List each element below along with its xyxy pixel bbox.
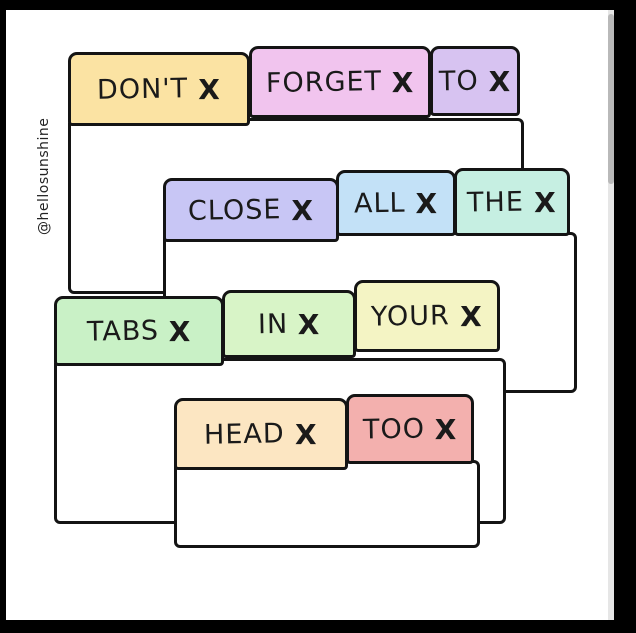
tab-dont[interactable]: DON'T X: [68, 52, 250, 126]
close-tab-button[interactable]: X: [295, 417, 318, 451]
close-tab-button[interactable]: X: [488, 64, 512, 98]
tab-label: HEAD: [204, 417, 286, 451]
tab-label: FORGET: [265, 65, 382, 99]
tab-forget[interactable]: FORGET X: [249, 46, 431, 118]
browser-window-4: [174, 460, 480, 548]
tab-the[interactable]: THE X: [454, 168, 570, 236]
close-tab-button[interactable]: X: [460, 299, 483, 333]
tab-label: CLOSE: [187, 193, 282, 227]
tab-label: TABS: [86, 314, 159, 348]
close-tab-button[interactable]: X: [198, 72, 221, 106]
tab-label: THE: [466, 186, 525, 218]
tab-head[interactable]: HEAD X: [174, 398, 348, 470]
close-tab-button[interactable]: X: [168, 314, 192, 348]
tab-label: TOO: [362, 412, 425, 446]
tab-label: TO: [438, 65, 479, 97]
tab-tabs[interactable]: TABS X: [54, 296, 224, 366]
close-tab-button[interactable]: X: [391, 65, 415, 99]
scrollbar-thumb[interactable]: [608, 14, 614, 184]
artist-signature: @hellosunshine: [36, 117, 52, 235]
close-tab-button[interactable]: X: [297, 307, 321, 341]
tab-all[interactable]: ALL X: [336, 170, 456, 236]
close-tab-button[interactable]: X: [415, 186, 439, 220]
tab-label: DON'T: [96, 72, 189, 106]
tab-too[interactable]: TOO X: [346, 394, 474, 464]
close-tab-button[interactable]: X: [534, 185, 557, 219]
image-frame: @hellosunshine DON'T X FORGET X TO X CLOSE X…: [6, 10, 614, 620]
tab-label: ALL: [353, 187, 406, 219]
tab-close[interactable]: CLOSE X: [163, 178, 339, 242]
tab-your[interactable]: YOUR X: [354, 280, 500, 352]
close-tab-button[interactable]: X: [291, 193, 314, 227]
close-tab-button[interactable]: X: [434, 412, 458, 446]
tab-label: IN: [257, 308, 289, 340]
tab-label: YOUR: [371, 299, 451, 333]
scrollbar[interactable]: [608, 10, 614, 620]
tab-to[interactable]: TO X: [430, 46, 520, 116]
